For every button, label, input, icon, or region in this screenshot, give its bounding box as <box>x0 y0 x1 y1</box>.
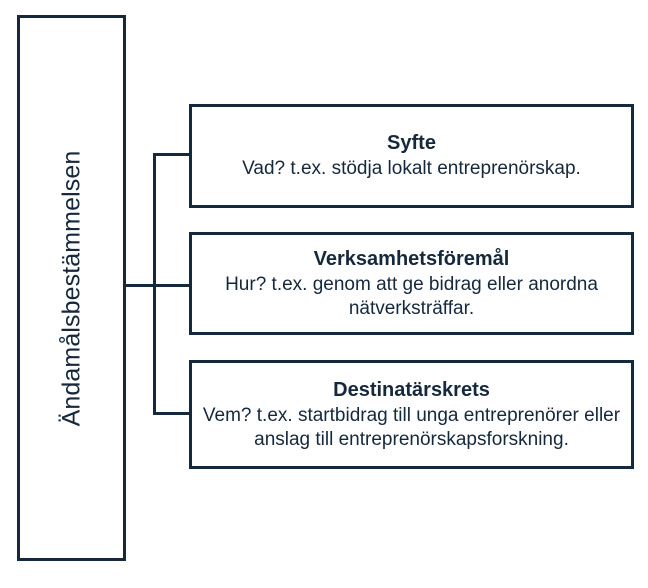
root-node-andamalsbestammelsen: Ändamålsbestämmelsen <box>17 15 126 561</box>
child-node-title: Verksamhetsföremål <box>313 247 510 270</box>
child-node-destinatarskrets: Destinatärskrets Vem? t.ex. startbidrag … <box>189 360 634 469</box>
child-node-description: Vad? t.ex. stödja lokalt entreprenörskap… <box>242 158 581 180</box>
connector-branch-syfte <box>153 153 190 156</box>
child-node-syfte: Syfte Vad? t.ex. stödja lokalt entrepren… <box>189 104 634 208</box>
child-node-title: Syfte <box>387 132 436 155</box>
child-node-title: Destinatärskrets <box>333 378 490 401</box>
child-node-description: Hur? t.ex. genom att ge bidrag eller ano… <box>225 273 598 319</box>
connector-branch-destinatarskrets <box>153 412 190 415</box>
root-node-label: Ändamålsbestämmelsen <box>57 150 85 426</box>
connector-branch-verksamhetsforemal <box>153 284 190 287</box>
connector-root-stub <box>126 284 156 287</box>
child-node-verksamhetsforemal: Verksamhetsföremål Hur? t.ex. genom att … <box>189 232 634 335</box>
child-node-description: Vem? t.ex. startbidrag till unga entrepr… <box>202 404 621 450</box>
